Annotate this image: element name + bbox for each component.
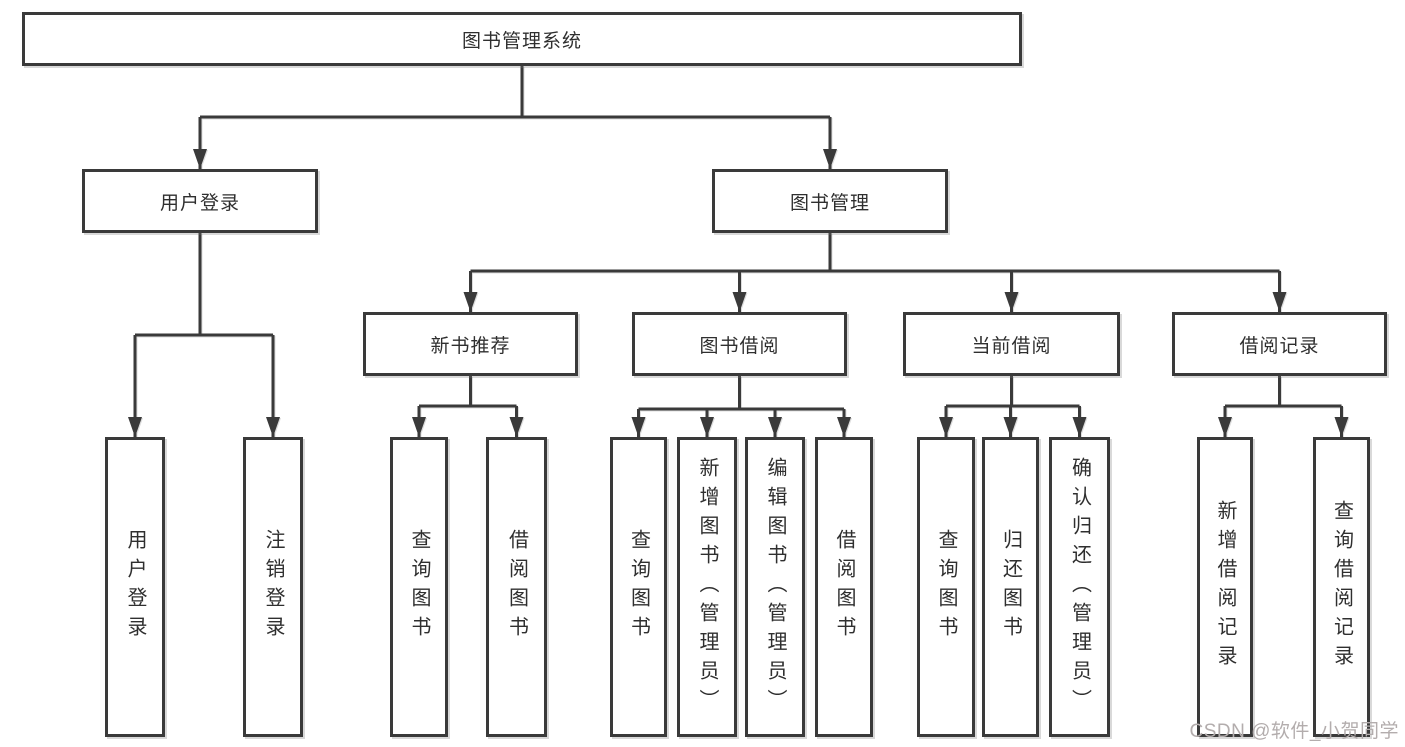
node-br-add-record: 新增借阅记录 xyxy=(1197,437,1253,737)
node-user-login-label: 用户登录 xyxy=(159,192,240,214)
connector-root-split xyxy=(200,66,830,119)
node-borrow-records-label: 借阅记录 xyxy=(1239,335,1320,357)
node-bb-edit-books: 编辑图书（管理员） xyxy=(745,437,805,737)
node-rec-borrow-books: 借阅图书 xyxy=(486,437,547,737)
node-bb-query-books: 查询图书 xyxy=(610,437,667,737)
node-book-mgmt-label: 图书管理 xyxy=(789,192,870,214)
node-user-login: 用户登录 xyxy=(82,169,318,233)
node-cb-confirm-return: 确认归还（管理员） xyxy=(1049,437,1110,737)
csdn-watermark: CSDN @软件_小贺同学 xyxy=(1189,721,1399,742)
node-bb-add-books: 新增图书（管理员） xyxy=(677,437,737,737)
node-current-borrow-label: 当前借阅 xyxy=(971,335,1052,357)
node-cb-query-books: 查询图书 xyxy=(917,437,975,737)
connector-borrow-records-split xyxy=(1225,376,1342,408)
node-borrow-records: 借阅记录 xyxy=(1172,312,1387,376)
connector-book-borrow-split xyxy=(638,376,844,411)
node-leaf-logout-label: 注销登录 xyxy=(262,529,284,645)
node-cb-confirm-return-label: 确认归还（管理员） xyxy=(1068,456,1091,718)
connector-current-borrow-split xyxy=(946,376,1080,408)
connector-user-login-split xyxy=(135,233,273,337)
node-br-query-record-label: 查询借阅记录 xyxy=(1330,500,1353,674)
node-book-borrow-label: 图书借阅 xyxy=(699,335,780,357)
node-leaf-user-login: 用户登录 xyxy=(105,437,165,737)
node-rec-query-books-label: 查询图书 xyxy=(408,529,430,645)
node-br-add-record-label: 新增借阅记录 xyxy=(1214,500,1236,674)
node-root-label: 图书管理系统 xyxy=(461,30,582,52)
node-rec-query-books: 查询图书 xyxy=(390,437,448,737)
node-book-borrow: 图书借阅 xyxy=(632,312,847,376)
node-cb-return-books-label: 归还图书 xyxy=(999,529,1022,645)
connector-book-mgmt-split xyxy=(470,233,1280,273)
connector-new-book-rec-split xyxy=(419,376,517,408)
node-leaf-logout: 注销登录 xyxy=(243,437,303,737)
node-cb-query-books-label: 查询图书 xyxy=(935,529,957,645)
node-bb-edit-books-label: 编辑图书（管理员） xyxy=(764,456,786,718)
node-current-borrow: 当前借阅 xyxy=(903,312,1120,376)
node-new-book-rec: 新书推荐 xyxy=(363,312,578,376)
node-bb-add-books-label: 新增图书（管理员） xyxy=(696,456,718,718)
node-bb-query-books-label: 查询图书 xyxy=(627,529,650,645)
node-leaf-user-login-label: 用户登录 xyxy=(124,529,146,645)
node-rec-borrow-books-label: 借阅图书 xyxy=(505,529,528,645)
node-new-book-rec-label: 新书推荐 xyxy=(430,335,511,357)
node-book-mgmt: 图书管理 xyxy=(712,169,948,233)
node-br-query-record: 查询借阅记录 xyxy=(1313,437,1370,737)
node-bb-borrow-books: 借阅图书 xyxy=(815,437,873,737)
node-root: 图书管理系统 xyxy=(22,12,1022,66)
node-bb-borrow-books-label: 借阅图书 xyxy=(833,529,855,645)
node-cb-return-books: 归还图书 xyxy=(982,437,1039,737)
